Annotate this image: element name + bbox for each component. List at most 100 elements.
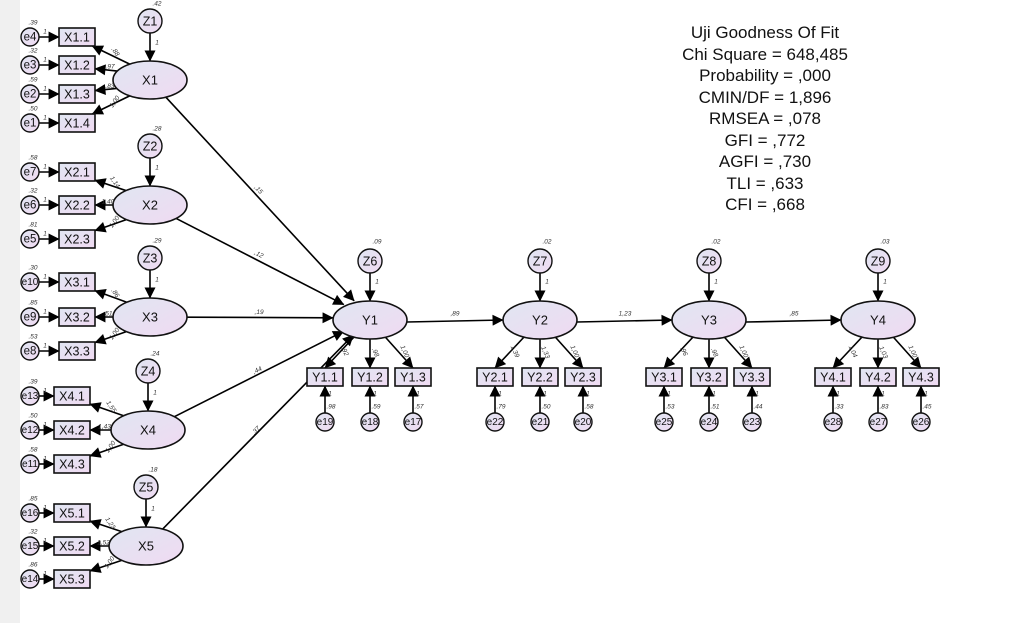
canvas-margin bbox=[0, 0, 20, 623]
fixed-weight-label: 1 bbox=[155, 277, 159, 284]
fixed-weight-label: 1 bbox=[43, 571, 47, 578]
loading-path bbox=[89, 443, 124, 458]
fixed-weight-label: 1 bbox=[43, 86, 47, 93]
indicator-label: X1.4 bbox=[64, 117, 90, 131]
error-variance-label: .83 bbox=[879, 404, 888, 411]
latent-y4 bbox=[840, 300, 916, 340]
latent-x5 bbox=[108, 526, 184, 566]
error-variance-label: .81 bbox=[28, 222, 37, 229]
error-label: e27 bbox=[870, 417, 887, 428]
error-e15 bbox=[20, 536, 40, 556]
error-label: e14 bbox=[22, 574, 39, 585]
error-label: e11 bbox=[22, 459, 38, 470]
disturbance-variance-label: .02 bbox=[711, 239, 720, 246]
indicator-label: X3.1 bbox=[64, 276, 90, 290]
error-label: e23 bbox=[744, 417, 761, 428]
indicator-label: X5.1 bbox=[59, 507, 85, 521]
error-e14 bbox=[20, 569, 40, 589]
disturbance-label: Z3 bbox=[143, 252, 158, 266]
error-e4 bbox=[20, 27, 40, 47]
error-variance-label: .57 bbox=[414, 404, 423, 411]
indicator-label: Y1.2 bbox=[357, 371, 383, 385]
disturbance-label: Z8 bbox=[702, 255, 717, 269]
indicator-x4-2 bbox=[53, 420, 91, 440]
indicator-label: Y2.3 bbox=[570, 371, 596, 385]
indicator-x1-3 bbox=[58, 84, 96, 104]
structural-path-x4-y1 bbox=[174, 330, 345, 418]
error-e9 bbox=[20, 307, 40, 327]
error-e10 bbox=[20, 272, 40, 292]
indicator-y4-1 bbox=[814, 367, 852, 387]
loading-path bbox=[89, 519, 122, 533]
latent-y1 bbox=[332, 300, 408, 340]
error-variance-label: .50 bbox=[28, 106, 37, 113]
error-label: e6 bbox=[24, 200, 37, 212]
loading-path bbox=[494, 336, 525, 369]
structural-path-y2-y3 bbox=[576, 314, 673, 326]
disturbance-label: Z4 bbox=[141, 365, 156, 379]
loading-path bbox=[892, 336, 922, 369]
indicator-y2-2 bbox=[521, 367, 559, 387]
fit-title: Uji Goodness Of Fit bbox=[690, 23, 840, 42]
error-variance-label: .32 bbox=[28, 188, 37, 195]
disturbance-z1 bbox=[137, 8, 163, 34]
error-variance-label: .58 bbox=[28, 447, 37, 454]
indicator-y1-2 bbox=[351, 367, 389, 387]
fixed-weight-label: 1 bbox=[155, 165, 159, 172]
latent-label: Y1 bbox=[362, 313, 378, 328]
error-variance-label: .50 bbox=[28, 413, 37, 420]
loading-label: .96 bbox=[678, 346, 688, 357]
latent-label: X5 bbox=[138, 539, 154, 554]
loading-label: .51 bbox=[103, 311, 112, 318]
fit-index-cfi: CFI = ,668 bbox=[725, 195, 805, 214]
latent-label: X3 bbox=[142, 310, 158, 325]
loading-label: 1,39 bbox=[509, 344, 521, 359]
fixed-weight-label: 1 bbox=[43, 231, 47, 238]
indicator-label: X1.2 bbox=[64, 59, 90, 73]
error-e12 bbox=[20, 420, 40, 440]
disturbance-label: Z5 bbox=[139, 481, 154, 495]
fixed-weight-label: 1 bbox=[543, 391, 547, 398]
loading-path bbox=[94, 289, 128, 303]
error-variance-label: .30 bbox=[28, 265, 37, 272]
fit-index-tli: TLI = ,633 bbox=[726, 173, 804, 193]
loading-label: .97 bbox=[106, 63, 115, 70]
error-label: e9 bbox=[24, 312, 37, 324]
error-variance-label: .53 bbox=[665, 404, 674, 411]
fixed-weight-label: 1 bbox=[586, 391, 590, 398]
indicator-y3-2 bbox=[690, 367, 728, 387]
error-e6 bbox=[20, 195, 40, 215]
path-coefficient-label: ,15 bbox=[253, 184, 265, 196]
disturbance-z2 bbox=[137, 133, 163, 159]
error-variance-label: .85 bbox=[28, 496, 37, 503]
indicator-label: X1.1 bbox=[64, 31, 90, 45]
indicator-x1-1 bbox=[58, 27, 96, 47]
path-coefficient-label: 1,23 bbox=[619, 311, 632, 318]
loading-path bbox=[94, 64, 118, 76]
indicator-label: X2.1 bbox=[64, 166, 90, 180]
fixed-weight-label: 1 bbox=[924, 391, 928, 398]
error-e2 bbox=[20, 84, 40, 104]
loading-path bbox=[89, 402, 124, 417]
error-label: e20 bbox=[575, 417, 592, 428]
fixed-weight-label: 1 bbox=[328, 391, 332, 398]
indicator-label: X4.1 bbox=[59, 390, 85, 404]
error-label: e8 bbox=[24, 346, 37, 358]
indicator-y3-3 bbox=[733, 367, 771, 387]
disturbance-label: Z6 bbox=[363, 255, 378, 269]
indicator-y2-1 bbox=[476, 367, 514, 387]
fixed-weight-label: 1 bbox=[755, 391, 759, 398]
loading-path bbox=[94, 178, 127, 192]
fixed-weight-label: 1 bbox=[545, 279, 549, 286]
indicator-y4-2 bbox=[859, 367, 897, 387]
indicator-y1-1 bbox=[306, 367, 344, 387]
loading-path bbox=[384, 336, 414, 369]
error-label: e25 bbox=[656, 417, 673, 428]
error-e5 bbox=[20, 229, 40, 249]
error-variance-label: .58 bbox=[28, 155, 37, 162]
disturbance-z6 bbox=[357, 248, 383, 274]
fit-index-probability: Probability = ,000 bbox=[699, 66, 831, 85]
indicator-label: X2.2 bbox=[64, 199, 90, 213]
loading-path bbox=[94, 330, 127, 345]
indicator-label: Y3.1 bbox=[651, 371, 677, 385]
